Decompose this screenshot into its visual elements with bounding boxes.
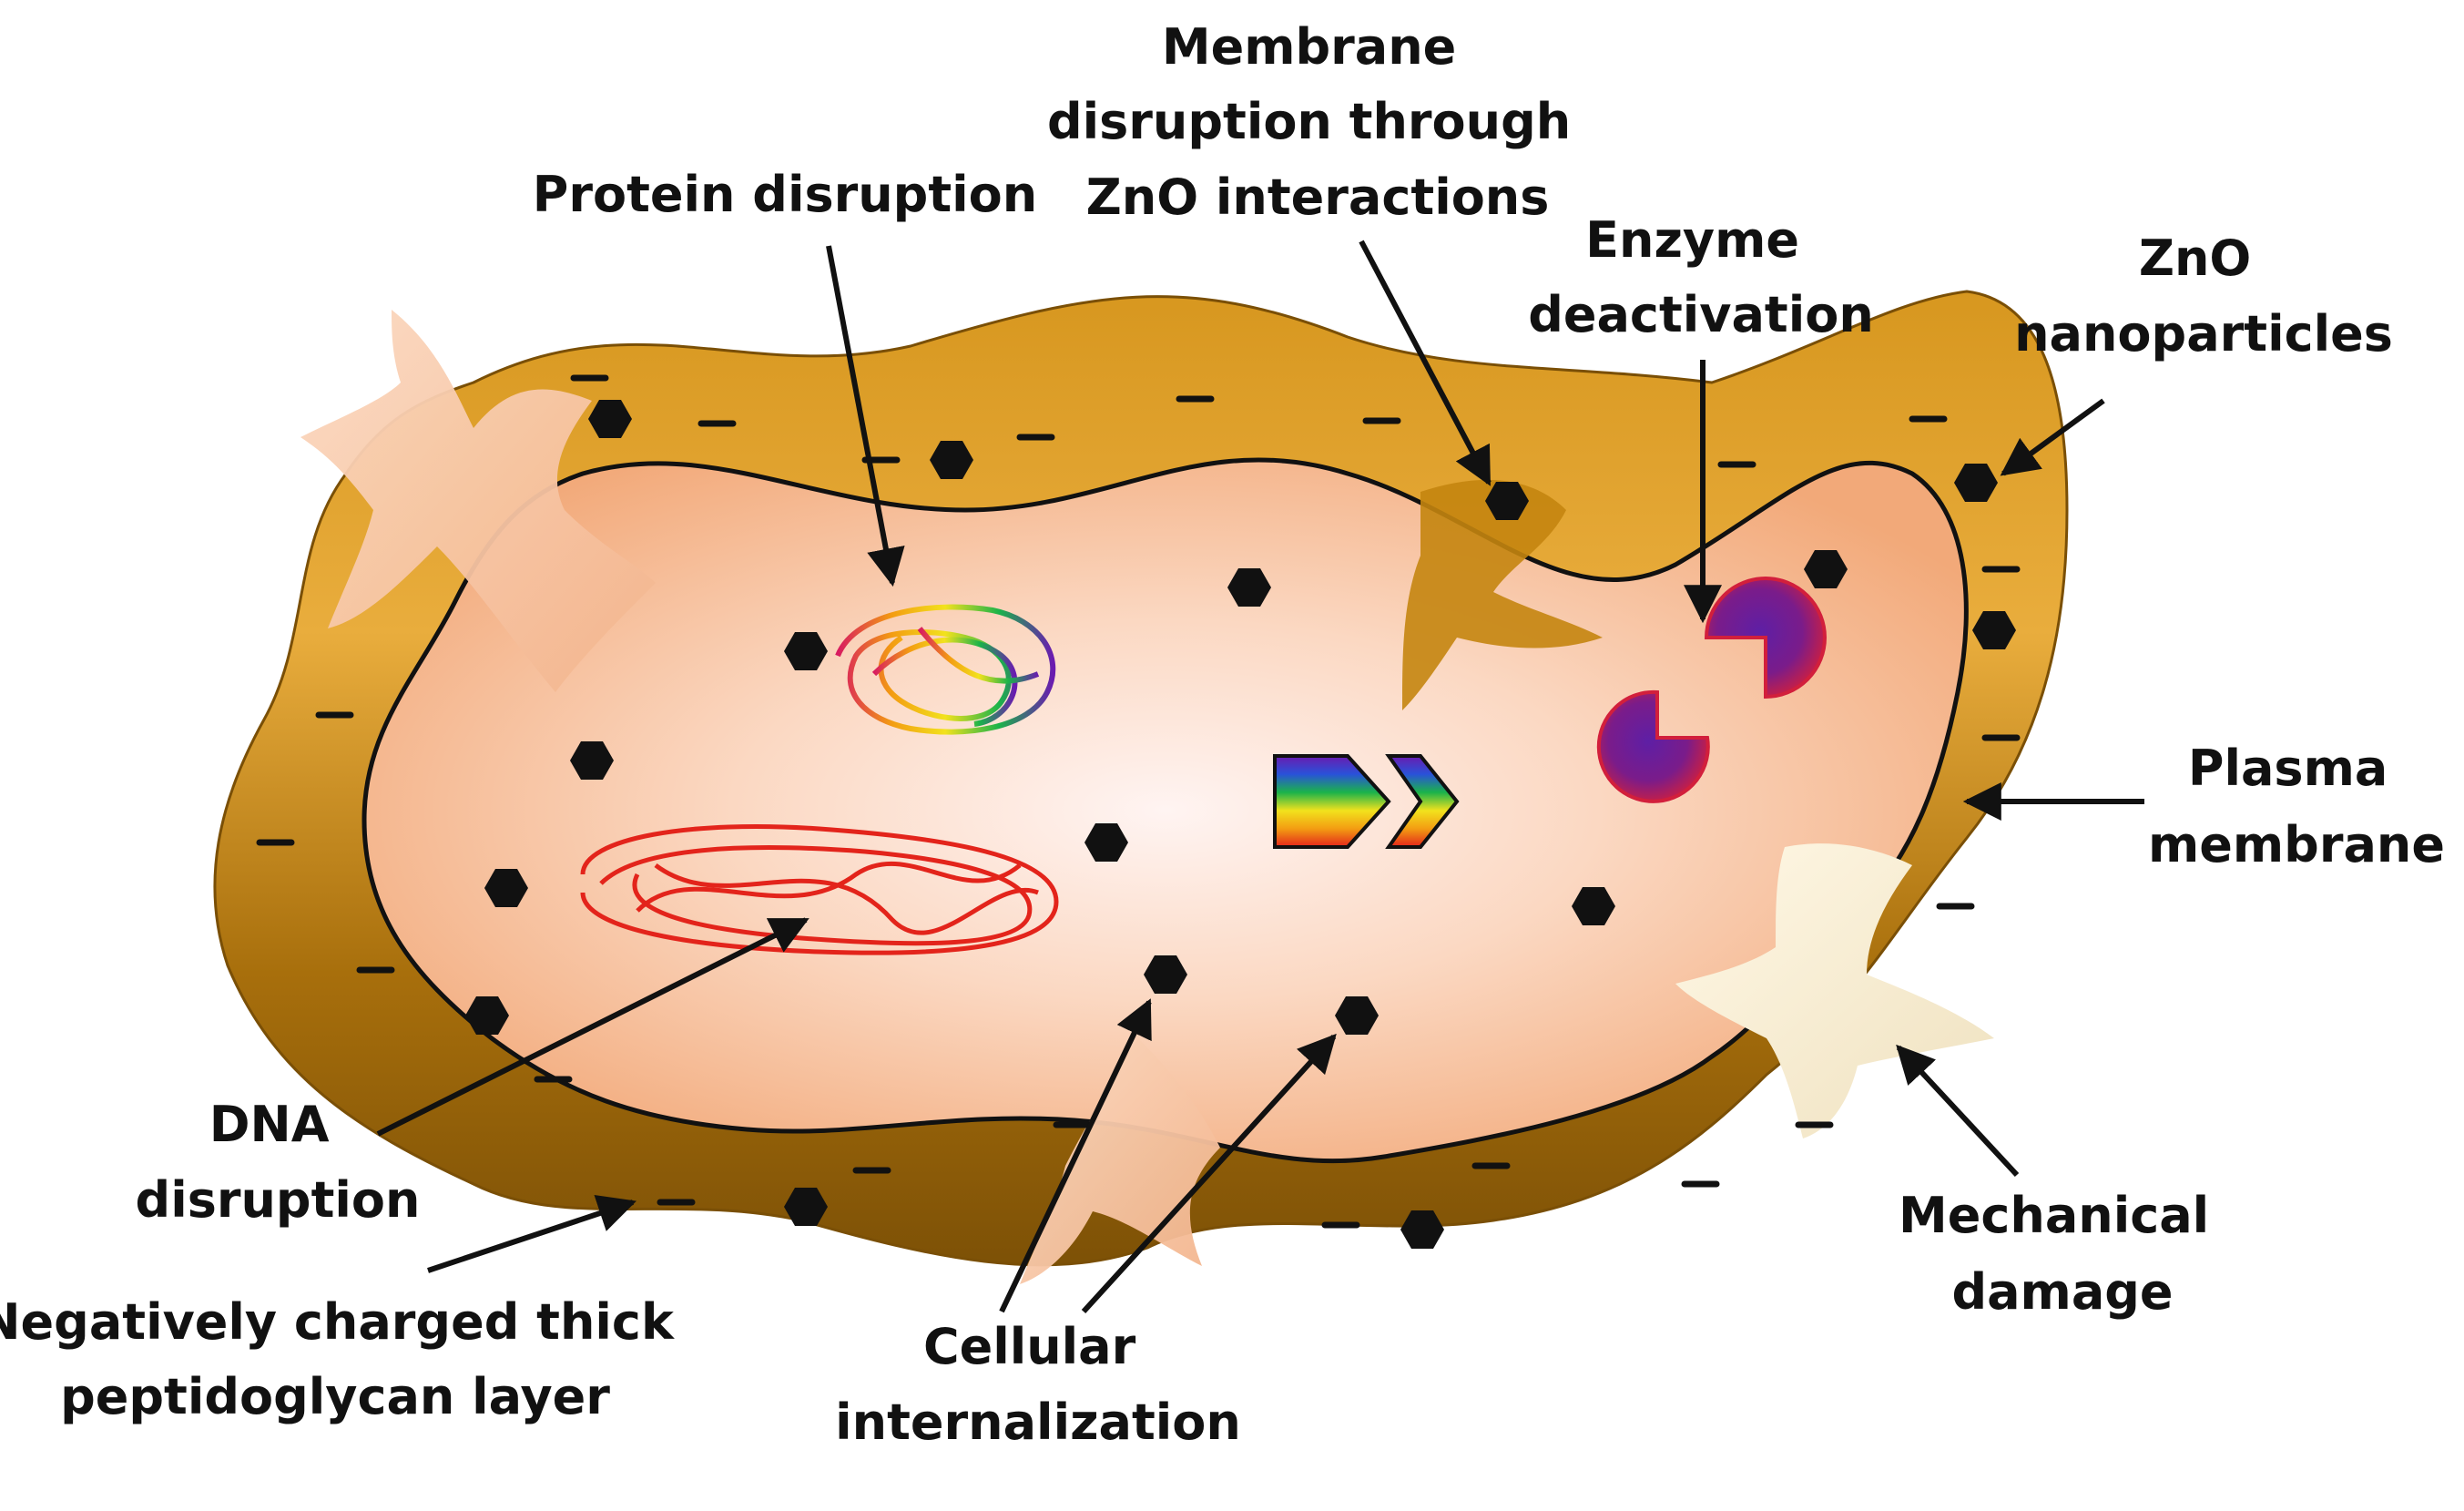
label-membrane-disruption: Membrane disruption through ZnO interact… xyxy=(1047,18,1588,226)
label-peptidoglycan-layer: Negatively charged thick peptidoglycan l… xyxy=(0,1293,691,1425)
mechanical-damage-tear xyxy=(1675,843,1994,1138)
protein-tangle xyxy=(835,604,1056,735)
label-plasma-membrane: Plasma membrane xyxy=(2148,740,2445,873)
callout-arrows xyxy=(376,240,2144,1314)
spike-bottom-center xyxy=(1020,1038,1220,1284)
label-cellular-internalization: Cellular internalization xyxy=(835,1318,1241,1451)
label-enzyme-deactivation: Enzyme deactivation xyxy=(1528,211,1874,343)
rainbow-chevrons xyxy=(1273,754,1460,849)
enzyme-shapes xyxy=(1596,577,1827,803)
label-protein-disruption: Protein disruption xyxy=(533,166,1037,223)
negative-charges xyxy=(256,374,2021,1229)
label-dna-disruption: DNA disruption xyxy=(136,1096,421,1229)
label-zno-nanoparticles: ZnO nanoparticles xyxy=(2014,230,2393,362)
label-mechanical-damage: Mechanical damage xyxy=(1899,1187,2226,1321)
dna-tangle xyxy=(580,823,1059,955)
membrane-fold xyxy=(1402,479,1603,710)
spike-top-left xyxy=(300,310,656,692)
